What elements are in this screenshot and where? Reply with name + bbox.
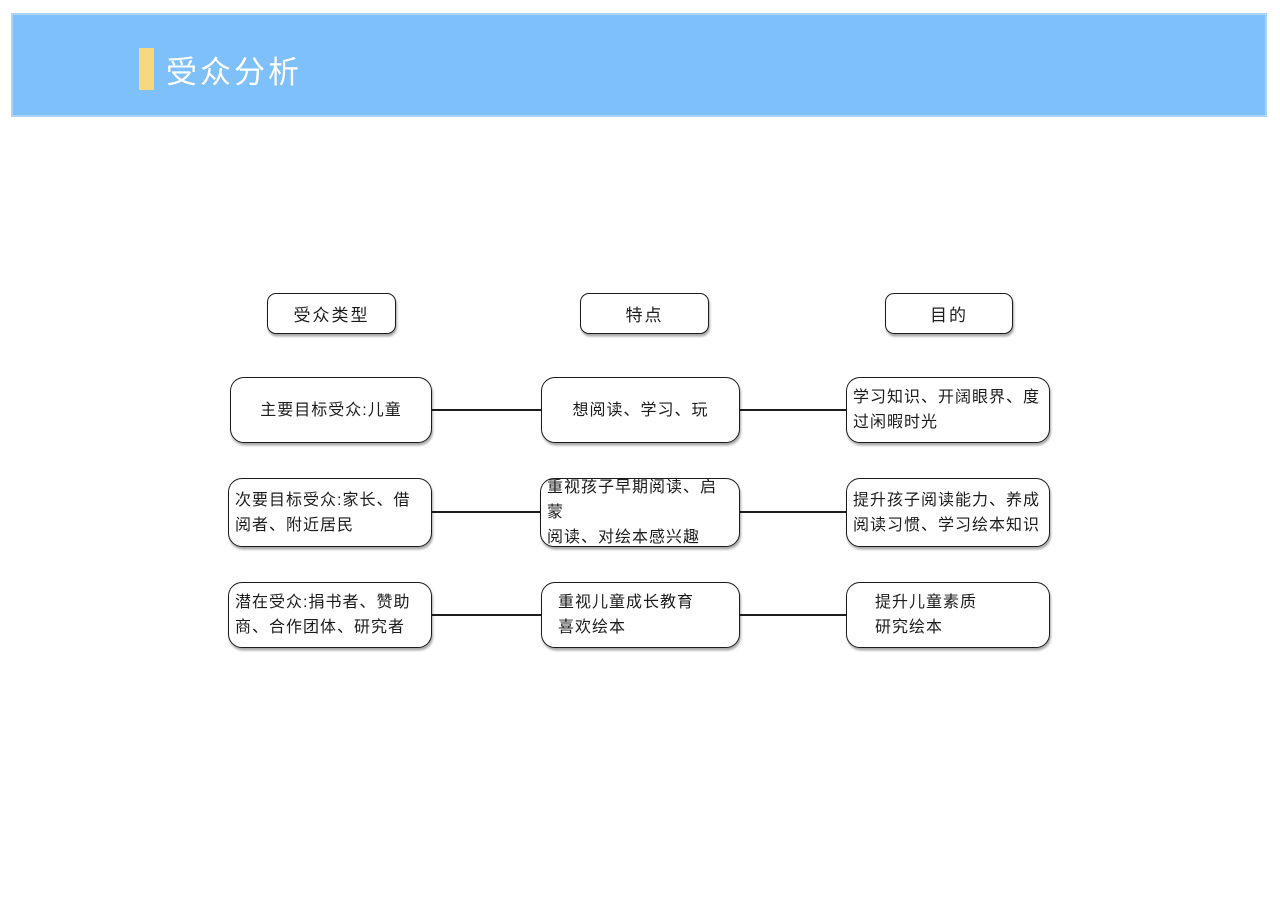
column-header-label: 特点 [625,306,664,325]
connector-line [740,511,846,513]
flow-box-text: 重视孩子早期阅读、启蒙 阅读、对绘本感兴趣 [547,479,718,546]
column-header-characteristics: 特点 [580,293,709,334]
flow-box-text: 想阅读、学习、玩 [572,401,709,419]
flow-box-text: 次要目标受众:家长、借 阅者、附近居民 [235,491,411,534]
column-header-label: 目的 [930,306,968,325]
flow-box-text: 潜在受众:捐书者、赞助 商、合作团体、研究者 [235,594,411,636]
connector-line [740,614,846,616]
flow-box-potential-audience: 潜在受众:捐书者、赞助 商、合作团体、研究者 [228,582,432,648]
connector-line [432,511,540,513]
flow-box-text: 主要目标受众:儿童 [260,401,402,419]
flow-box-potential-purpose: 提升儿童素质 研究绘本 [846,582,1050,648]
flow-box-secondary-audience: 次要目标受众:家长、借 阅者、附近居民 [228,478,432,547]
flow-box-potential-characteristics: 重视儿童成长教育 喜欢绘本 [541,582,740,648]
connector-line [432,614,541,616]
flow-box-text: 重视儿童成长教育 喜欢绘本 [558,594,695,636]
column-header-label: 受众类型 [293,306,370,325]
column-header-purpose: 目的 [885,293,1013,334]
connector-line [432,409,541,411]
page-title: 受众分析 [166,54,302,90]
flow-box-secondary-purpose: 提升孩子阅读能力、养成 阅读习惯、学习绘本知识 [846,478,1050,547]
flow-box-text: 学习知识、开阔眼界、度 过闲暇时光 [853,389,1041,431]
flow-box-primary-purpose: 学习知识、开阔眼界、度 过闲暇时光 [846,377,1050,443]
flow-box-primary-characteristics: 想阅读、学习、玩 [541,377,740,443]
flow-box-text: 提升儿童素质 研究绘本 [875,594,978,636]
title-accent-bar-icon [139,48,154,90]
flow-box-secondary-characteristics: 重视孩子早期阅读、启蒙 阅读、对绘本感兴趣 [540,478,740,547]
header-banner: 受众分析 [11,13,1267,117]
connector-line [740,409,846,411]
flow-box-primary-audience: 主要目标受众:儿童 [230,377,432,443]
column-header-audience-type: 受众类型 [267,293,396,334]
flow-box-text: 提升孩子阅读能力、养成 阅读习惯、学习绘本知识 [853,491,1041,534]
